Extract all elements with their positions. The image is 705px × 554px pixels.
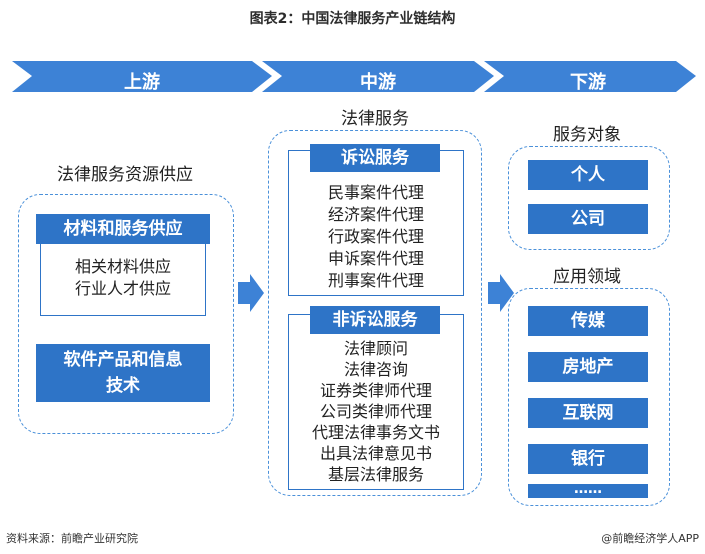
non-litigation-item: 证券类律师代理 bbox=[319, 381, 432, 400]
litigation-item: 民事案件代理 bbox=[327, 183, 424, 202]
litigation-item: 申诉案件代理 bbox=[327, 249, 424, 268]
arrow-right-icon bbox=[488, 274, 514, 312]
service-target-dashed-panel bbox=[508, 146, 670, 250]
midstream-heading: 法律服务 bbox=[341, 109, 409, 129]
diagram-title: 图表2：中国法律服务产业链结构 bbox=[249, 11, 456, 27]
litigation-item: 经济案件代理 bbox=[327, 205, 424, 224]
application-dashed-panel bbox=[508, 288, 670, 506]
application-item: 互联网 bbox=[528, 398, 648, 428]
non-litigation-header: 非诉讼服务 bbox=[310, 306, 440, 334]
litigation-list: 民事案件代理 经济案件代理 行政案件代理 申诉案件代理 刑事案件代理 bbox=[288, 182, 464, 292]
non-litigation-item: 代理法律事务文书 bbox=[311, 423, 440, 442]
non-litigation-item: 公司类律师代理 bbox=[319, 402, 432, 421]
midstream-dashed-panel bbox=[268, 130, 482, 496]
service-target-item: 个人 bbox=[528, 160, 648, 190]
service-target-heading: 服务对象 bbox=[553, 125, 621, 145]
brand-note: @前瞻经济学人APP bbox=[601, 532, 699, 545]
materials-header: 材料和服务供应 bbox=[36, 214, 210, 244]
non-litigation-list: 法律顾问 法律咨询 证券类律师代理 公司类律师代理 代理法律事务文书 出具法律意… bbox=[288, 338, 464, 485]
software-block: 软件产品和信息 技术 bbox=[36, 344, 210, 402]
materials-item: 行业人才供应 bbox=[74, 279, 171, 298]
litigation-group bbox=[288, 150, 464, 296]
application-item: 房地产 bbox=[528, 352, 648, 382]
upstream-heading: 法律服务资源供应 bbox=[57, 165, 193, 185]
litigation-item: 刑事案件代理 bbox=[327, 271, 424, 290]
arrow-right-icon bbox=[238, 274, 264, 312]
stage-chevron-upstream bbox=[12, 61, 272, 92]
application-more: …… bbox=[528, 482, 648, 498]
stage-label-downstream: 下游 bbox=[570, 72, 606, 93]
stage-label-midstream: 中游 bbox=[360, 72, 396, 93]
stage-chevron-midstream bbox=[262, 61, 494, 92]
non-litigation-item: 出具法律意见书 bbox=[319, 444, 432, 463]
litigation-header: 诉讼服务 bbox=[310, 144, 440, 172]
non-litigation-group bbox=[288, 314, 464, 490]
application-heading: 应用领域 bbox=[553, 267, 621, 287]
litigation-item: 行政案件代理 bbox=[327, 227, 424, 246]
stage-chevron-downstream bbox=[484, 61, 696, 92]
non-litigation-item: 法律顾问 bbox=[343, 339, 408, 358]
materials-item: 相关材料供应 bbox=[74, 257, 171, 276]
application-item: 银行 bbox=[528, 444, 648, 474]
upstream-dashed-panel bbox=[18, 194, 234, 434]
non-litigation-item: 法律咨询 bbox=[343, 360, 408, 379]
source-note: 资料来源：前瞻产业研究院 bbox=[6, 532, 138, 545]
service-target-item: 公司 bbox=[528, 204, 648, 234]
application-item: 传媒 bbox=[528, 306, 648, 336]
materials-list: 相关材料供应 行业人才供应 bbox=[40, 256, 206, 300]
software-line-2: 技术 bbox=[106, 376, 140, 396]
non-litigation-item: 基层法律服务 bbox=[327, 465, 424, 484]
software-line-1: 软件产品和信息 bbox=[63, 350, 183, 370]
stage-label-upstream: 上游 bbox=[124, 72, 160, 93]
stage-banner bbox=[12, 61, 696, 92]
